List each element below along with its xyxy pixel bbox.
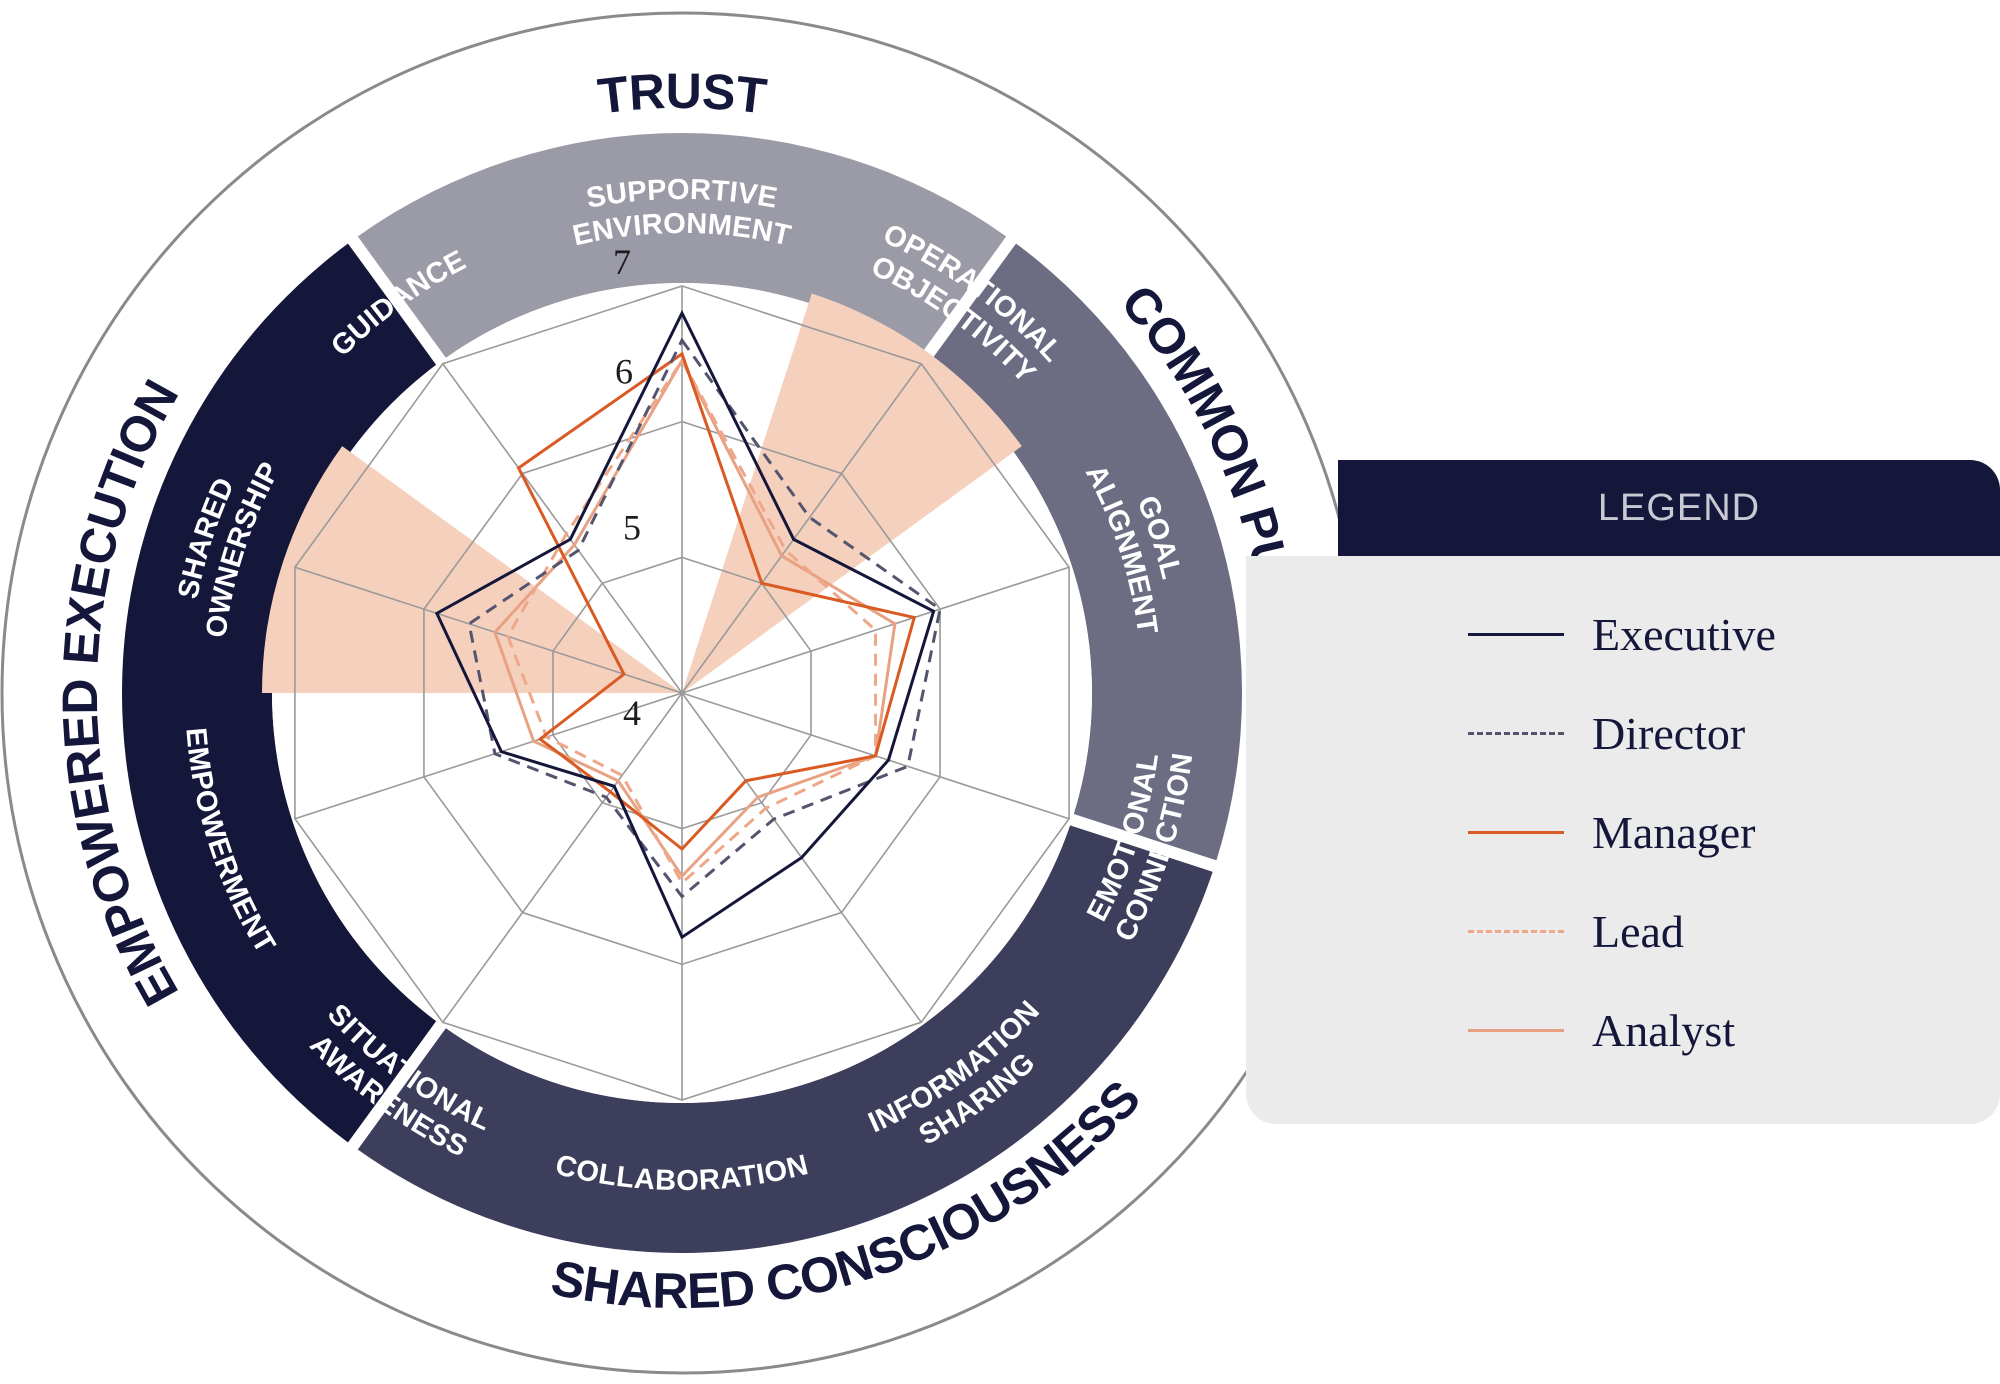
highlight-sector (262, 446, 682, 693)
series-line-manager (516, 351, 917, 852)
legend-swatch (1468, 1029, 1564, 1032)
legend-swatch (1468, 732, 1564, 735)
legend-label: Manager (1592, 807, 1756, 858)
ring-separator (1068, 813, 1219, 873)
legend-swatch (1468, 633, 1564, 636)
ring-separator (346, 1019, 448, 1152)
tick-label: 4 (623, 693, 641, 733)
legend-label: Executive (1592, 609, 1776, 660)
legend-item-director: Director (1468, 707, 1745, 760)
grid-spoke (681, 363, 922, 694)
ring-separator (346, 234, 448, 367)
series-line-lead (506, 357, 878, 886)
ring-segment-trust (357, 132, 1007, 359)
ring-segment-common-purpose (926, 243, 1242, 861)
grid-spoke (442, 363, 683, 694)
highlight-sector (682, 293, 1022, 693)
legend-item-manager: Manager (1468, 806, 1755, 859)
legend-item-lead: Lead (1468, 905, 1684, 958)
legend-item-executive: Executive (1468, 608, 1776, 661)
series-line-director (467, 337, 942, 899)
tick-label: 7 (613, 242, 631, 282)
legend-item-analyst: Analyst (1468, 1004, 1735, 1057)
tick-label: 5 (623, 507, 641, 547)
legend-header: LEGEND (1338, 460, 2000, 556)
ring-separator (916, 234, 1018, 367)
legend-label: Director (1592, 708, 1746, 759)
ring-segment-shared-consciousness (357, 823, 1213, 1254)
tick-label: 6 (615, 352, 633, 392)
grid-spoke (294, 566, 683, 694)
series-line-analyst (493, 357, 897, 879)
grid-spoke (294, 692, 683, 820)
grid-spoke (442, 692, 683, 1023)
legend-swatch (1468, 930, 1564, 933)
legend-title: LEGEND (1597, 486, 1761, 529)
legend-label: Lead (1592, 906, 1684, 957)
series-line-executive (434, 309, 936, 940)
grid-spoke (681, 566, 1070, 694)
ring-segment-empowered-execution (122, 243, 438, 1143)
legend-swatch (1468, 831, 1564, 834)
group-title-trust: TRUST (595, 63, 769, 125)
legend-label: Analyst (1592, 1005, 1736, 1056)
